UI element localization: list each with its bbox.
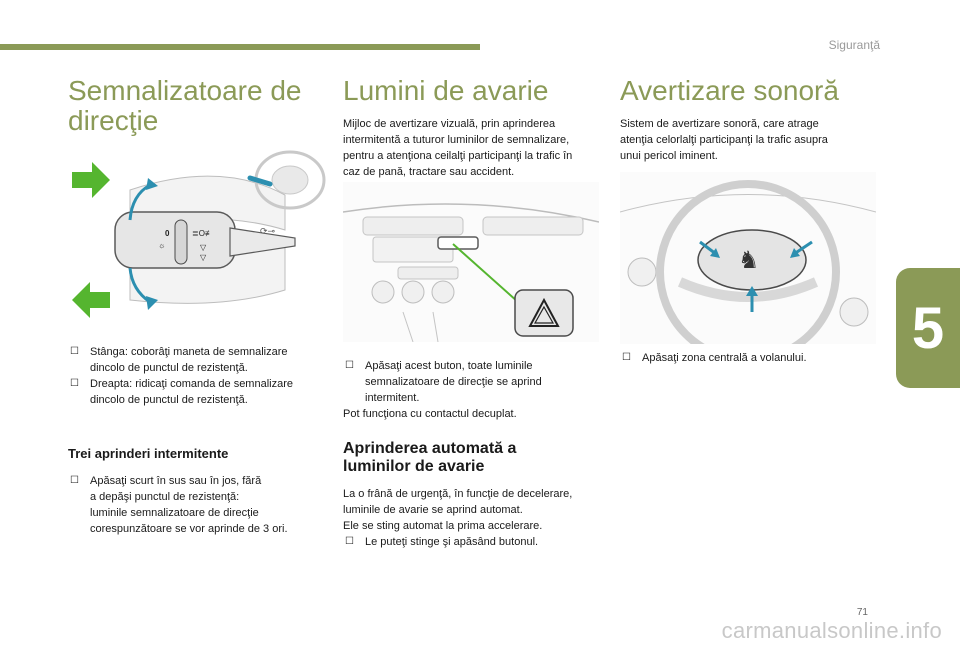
bullet-three-flashes: ☐ Apăsaţi scurt în sus sau în jos, fără …: [70, 475, 288, 535]
horn-intro: Sistem de avertizare sonoră, care atrage…: [620, 118, 828, 162]
header-accent-bar: [0, 44, 480, 50]
bullet-right: ☐ Dreapta: ridicaţi comanda de semnaliza…: [70, 378, 293, 406]
checkbox-bullet-icon: ☐: [345, 360, 354, 371]
column-horn: Avertizare sonoră Sistem de avertizare s…: [620, 76, 880, 164]
arrow-right-icon: [72, 162, 110, 198]
turn-signal-stalk-illustration: 0 ☼ ≣O≢ ▽ ▽ ⟳⊸: [72, 150, 326, 320]
subhead-three-flashes: Trei aprinderi intermitente: [68, 446, 229, 461]
bullet-press-horn: ☐ Apăsaţi zona centrală a volanului.: [622, 352, 807, 364]
horn-instructions: ☐ Apăsaţi zona centrală a volanului.: [620, 350, 880, 366]
bullet-left: ☐ Stânga: coborâţi maneta de semnalizare…: [70, 346, 288, 374]
watermark: carmanualsonline.info: [721, 618, 942, 643]
arrow-left-icon: [72, 282, 110, 318]
auto-hazard-text: La o frână de urgenţă, în funcţie de dec…: [343, 488, 573, 532]
hazard-intro: Mijloc de avertizare vizuală, prin aprin…: [343, 118, 573, 178]
svg-text:☼: ☼: [158, 241, 165, 250]
bullet-press-hazard: ☐ Apăsaţi acest buton, toate luminile se…: [345, 360, 542, 404]
svg-text:0: 0: [165, 229, 170, 238]
hazard-instructions: ☐ Apăsaţi acest buton, toate luminile se…: [343, 358, 603, 550]
subhead-auto-hazard: Aprinderea automată a luminilor de avari…: [343, 440, 517, 475]
svg-text:▽: ▽: [200, 243, 207, 252]
checkbox-bullet-icon: ☐: [70, 346, 79, 357]
column-turn-signals: Semnalizatoare de direcţie: [68, 76, 328, 136]
svg-text:≣O≢: ≣O≢: [192, 229, 213, 238]
hazard-note: Pot funcţiona cu contactul decuplat.: [343, 408, 517, 420]
checkbox-bullet-icon: ☐: [70, 378, 79, 389]
figure-turn-signal-stalk: 0 ☼ ≣O≢ ▽ ▽ ⟳⊸: [70, 150, 330, 320]
figure-steering-wheel-horn: ♞: [620, 172, 876, 344]
checkbox-bullet-icon: ☐: [70, 475, 79, 486]
figure-dashboard-hazard: [343, 182, 599, 342]
svg-text:▽: ▽: [200, 253, 207, 262]
svg-text:⟳⊸: ⟳⊸: [260, 226, 276, 236]
page-number: 71: [856, 607, 868, 618]
turn-signal-instructions: ☐ Stânga: coborâţi maneta de semnalizare…: [68, 344, 328, 537]
peugeot-lion-icon: ♞: [738, 246, 760, 274]
hazard-button: [514, 289, 574, 337]
checkbox-bullet-icon: ☐: [622, 352, 631, 363]
title-turn-signals: Semnalizatoare de direcţie: [68, 75, 302, 136]
column-hazard-lights: Lumini de avarie Mijloc de avertizare vi…: [343, 76, 603, 180]
bullet-turn-off: ☐ Le puteţi stinge şi apăsând butonul.: [345, 536, 539, 548]
title-hazard-lights: Lumini de avarie: [343, 75, 549, 106]
steering-wheel-illustration: ♞: [620, 172, 876, 344]
title-horn: Avertizare sonoră: [620, 75, 839, 106]
section-label: Siguranţă: [828, 38, 880, 52]
hazard-triangle-icon: [528, 297, 560, 327]
checkbox-bullet-icon: ☐: [345, 536, 354, 547]
dashboard-hazard-illustration: [343, 182, 599, 342]
chapter-tab: 5: [896, 268, 960, 388]
